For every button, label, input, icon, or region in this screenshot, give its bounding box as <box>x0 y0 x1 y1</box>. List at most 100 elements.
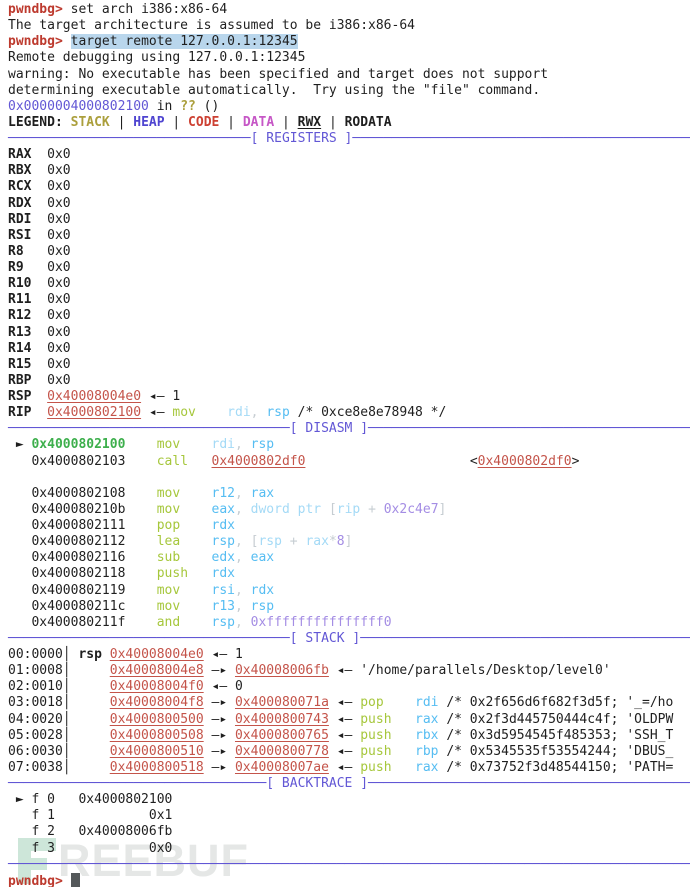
text-segment: RWX <box>297 114 322 130</box>
instruction-address: 0x400080211c <box>8 598 126 614</box>
register-value: 0x0 <box>47 211 71 227</box>
text-segment: mov <box>156 437 181 453</box>
text-segment: —▸ <box>203 727 235 743</box>
register-name: RSI <box>8 227 48 243</box>
text-segment: rbx <box>415 727 439 743</box>
text-segment: The target architecture is assumed to be… <box>8 18 415 34</box>
text-segment: rsi <box>211 582 235 598</box>
text-segment: , <box>235 598 251 614</box>
text-segment: LEGEND: <box>8 114 71 130</box>
register-value: 0x0 <box>47 308 71 324</box>
text-segment: RODATA <box>344 114 392 130</box>
pointed-address: 0x4000800765 <box>234 727 329 743</box>
disasm-line: 0x4000802118 push rdx <box>8 566 690 582</box>
disasm-line: 0x4000802111 pop rdx <box>8 518 690 534</box>
backtrace-frame: f 2 0x40008006fb <box>8 824 690 840</box>
text-segment <box>392 712 415 727</box>
section-title: [ REGISTERS ] <box>250 131 353 146</box>
text-segment: , <box>235 437 251 453</box>
text-segment: dword ptr <box>250 501 329 517</box>
reg-rbp: RBP 0x0 <box>8 373 690 389</box>
warning-line-2: determining executable automatically. Tr… <box>8 83 690 99</box>
text-segment: —▸ <box>203 711 235 727</box>
text-segment: rax <box>415 759 439 775</box>
register-name: RDX <box>8 195 48 211</box>
text-segment: DATA <box>242 114 275 130</box>
terminal-cursor[interactable] <box>70 872 80 887</box>
text-segment: call <box>156 453 189 469</box>
text-segment: rdx <box>211 518 235 533</box>
text-segment: pop <box>156 518 181 533</box>
stack-row: 01:0008│ 0x40008004e8 —▸ 0x40008006fb ◂—… <box>8 663 690 679</box>
text-segment: [ <box>250 534 259 550</box>
reg-r11: R11 0x0 <box>8 292 690 308</box>
register-value: 0x0 <box>47 227 71 243</box>
text-segment <box>392 728 415 743</box>
text-segment: ◂— <box>328 743 361 759</box>
prompt-line[interactable]: pwndbg> <box>8 872 690 887</box>
disasm-line: 0x4000802116 sub edx, eax <box>8 550 690 566</box>
text-segment: ◂— <box>328 727 361 743</box>
stack-address: 0x4000800518 <box>109 759 204 775</box>
output-remote-debugging: Remote debugging using 127.0.0.1:12345 <box>8 50 690 66</box>
register-value: 0x0 <box>47 163 71 179</box>
prompt-label: pwndbg> <box>8 873 71 887</box>
stack-address: 0x40008004f8 <box>109 695 204 711</box>
text-segment: sub <box>156 550 181 566</box>
text-segment <box>180 583 211 598</box>
text-segment <box>125 566 156 581</box>
stack-address: 0x4000800508 <box>109 727 204 743</box>
text-segment: ◂— <box>328 695 361 711</box>
section-title: [ STACK ] <box>289 630 361 646</box>
call-target-symbol: 0x4000802df0 <box>477 453 572 469</box>
text-segment: ?? <box>180 98 196 114</box>
text-segment: 0xfffffffffffffff0 <box>250 614 392 630</box>
text-segment: ] <box>438 501 447 517</box>
register-name: RBP <box>8 372 48 388</box>
stack-offset: 06:0030│ <box>8 743 110 759</box>
register-value: 0x0 <box>47 260 71 275</box>
instruction-address: 0x4000802111 <box>8 518 126 533</box>
text-segment: | <box>321 114 345 130</box>
register-value: 0x40008004e0 <box>47 389 142 404</box>
register-name: R12 <box>8 308 48 324</box>
text-segment: —▸ <box>203 743 235 759</box>
register-name: RIP <box>8 405 48 421</box>
stack-offset: 01:0008│ <box>8 663 110 679</box>
reg-r9: R9 0x0 <box>8 260 690 276</box>
disasm-current: ► 0x4000802100 mov rdi, rsp <box>8 437 690 453</box>
reg-r15: R15 0x0 <box>8 357 690 373</box>
reg-r12: R12 0x0 <box>8 308 690 324</box>
text-segment <box>392 744 415 759</box>
stack-address: 0x4000800510 <box>109 743 204 759</box>
text-segment: /* 0x2f3d445750444c4f; 'OLDPW <box>438 711 674 727</box>
text-segment <box>188 566 211 581</box>
text-segment: r13 <box>211 598 235 614</box>
text-segment: , <box>235 501 251 517</box>
text-segment: + <box>360 501 384 517</box>
reg-rsp: RSP 0x40008004e0 ◂— 1 <box>8 389 690 405</box>
text-segment: in <box>148 98 181 114</box>
stack-row: 03:0018│ 0x40008004f8 —▸ 0x400080071a ◂—… <box>8 695 690 711</box>
text-segment: 0x2c4e7 <box>383 501 439 517</box>
freebuf-logo-icon <box>12 838 58 884</box>
disasm-line: 0x4000802103 call 0x4000802df0 <0x400080… <box>8 454 690 470</box>
backtrace-frame: ► f 0 0x4000802100 <box>8 792 690 808</box>
bottom-separator: ────────────────────────────────────────… <box>8 857 690 873</box>
text-segment: , <box>235 534 251 550</box>
stop-location: 0x0000004000802100 in ?? () <box>8 99 690 115</box>
command-text: set arch i386:x86-64 <box>62 2 228 17</box>
text-segment <box>125 518 156 533</box>
text-segment: mov <box>156 485 181 501</box>
text-segment: mov <box>172 405 196 421</box>
current-frame-arrow: ► <box>8 792 32 808</box>
register-name: RCX <box>8 179 48 195</box>
stack-row: 00:0000│ rsp 0x40008004e0 ◂— 1 <box>8 647 690 663</box>
text-segment <box>180 550 211 565</box>
text-segment <box>180 437 211 452</box>
text-segment <box>188 454 211 469</box>
disasm-section-header: ────────────────────────────────────[ DI… <box>8 421 690 437</box>
warning-line-1: warning: No executable has been specifie… <box>8 67 690 83</box>
